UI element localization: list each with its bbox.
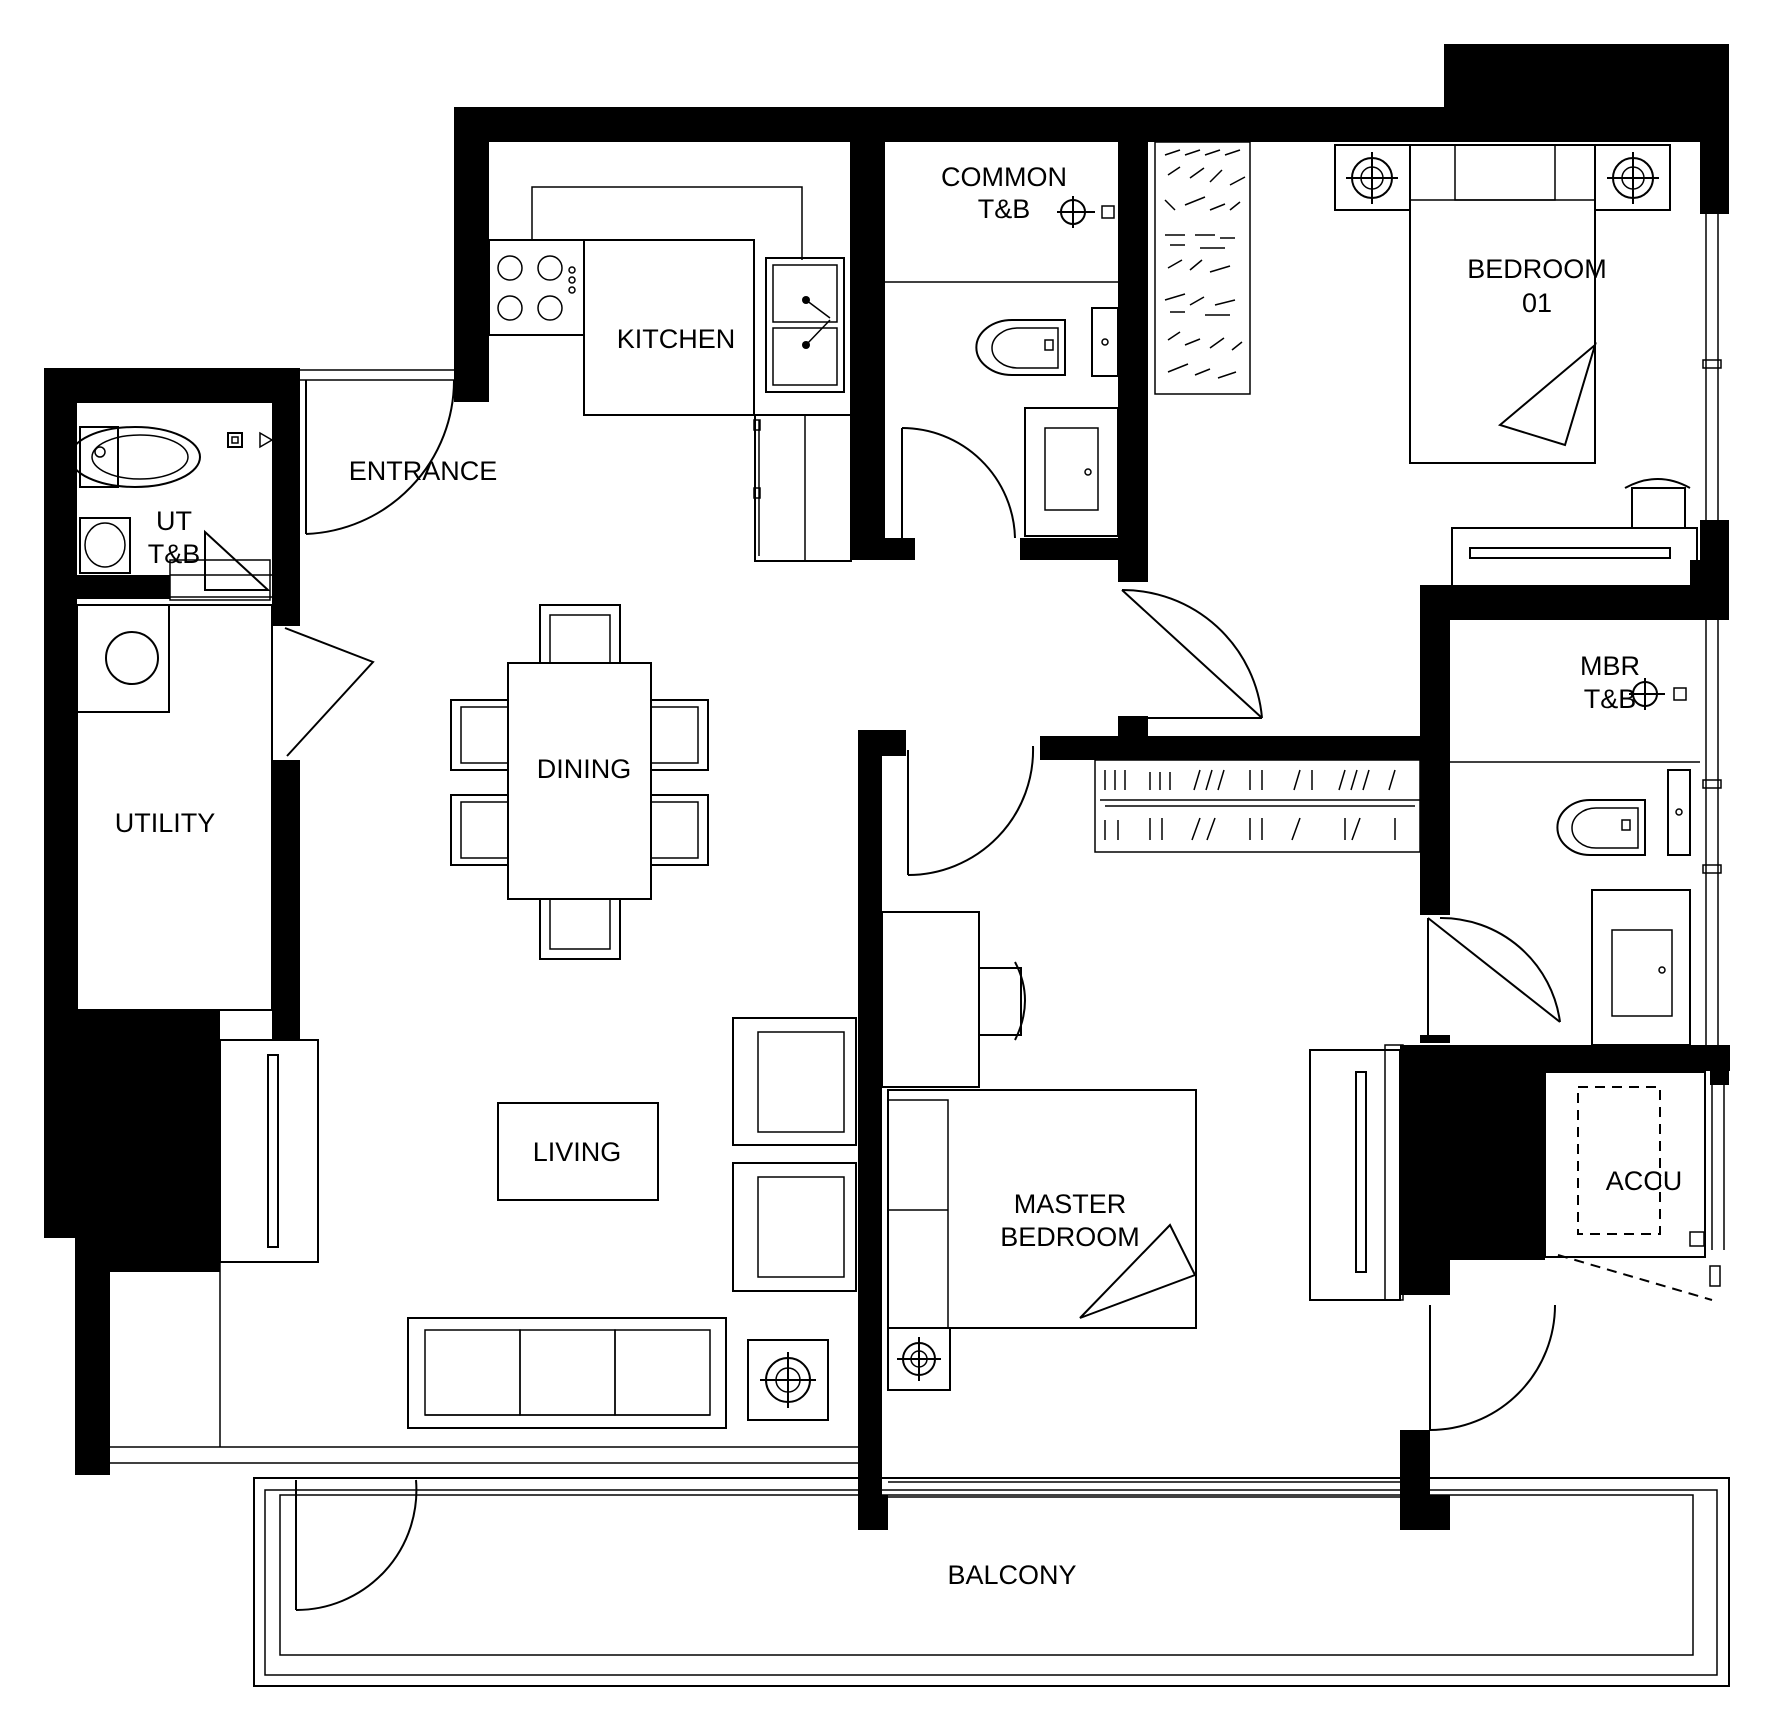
- ut-tb-label: UT: [156, 506, 192, 536]
- common-tb-label: COMMON: [941, 162, 1067, 192]
- balcony-label: BALCONY: [947, 1560, 1076, 1590]
- dining-table: [450, 604, 709, 960]
- common-tb-label-2: T&B: [978, 194, 1031, 224]
- dining-label: DINING: [537, 754, 632, 784]
- utility-room-outline: [76, 604, 273, 1011]
- toilet-icon: [1556, 799, 1646, 856]
- bedroom01-label: BEDROOM: [1467, 254, 1607, 284]
- lamp-icon: [887, 1327, 951, 1391]
- master-bedroom-label-2: BEDROOM: [1000, 1222, 1140, 1252]
- bed-icon: [1334, 144, 1671, 464]
- accu-unit: [1544, 1071, 1721, 1287]
- master-wardrobe: [1094, 759, 1421, 853]
- floor-drain-icon: [1629, 678, 1687, 710]
- master-desk: [881, 911, 1026, 1088]
- armchair-icon: [732, 1017, 857, 1292]
- bedroom01-desk: [1451, 478, 1698, 587]
- toilet-icon: [975, 319, 1066, 376]
- ut-tb-fixtures: [69, 426, 274, 601]
- entrance-label: ENTRANCE: [349, 456, 498, 486]
- mbr-tb-fixtures: [1450, 678, 1700, 1046]
- living-label: LIVING: [533, 1137, 622, 1167]
- master-bedroom-label: MASTER: [1014, 1189, 1127, 1219]
- common-tb-fixtures: [885, 196, 1119, 537]
- floor-drain-icon: [1057, 196, 1115, 228]
- utility-label: UTILITY: [115, 808, 216, 838]
- washing-machine-icon: [76, 604, 170, 713]
- room-labels: KITCHEN COMMON T&B BEDROOM 01 ENTRANCE U…: [115, 162, 1683, 1590]
- living-furniture: [105, 1017, 857, 1447]
- mbr-tb-label-2: T&B: [1584, 684, 1637, 714]
- kitchen-label: KITCHEN: [617, 324, 736, 354]
- master-tv-console: [1309, 1044, 1404, 1301]
- sink-icon: [79, 517, 131, 574]
- sofa-icon: [407, 1317, 727, 1429]
- lamp-icon: [747, 1339, 829, 1421]
- toilet-icon: [69, 426, 201, 488]
- bedroom01-label-2: 01: [1522, 288, 1552, 318]
- bedroom01-wardrobe: [1154, 141, 1251, 395]
- doors: [284, 379, 1713, 1612]
- chair-icon: [450, 604, 709, 960]
- lamp-icon: [1346, 152, 1659, 204]
- walls: [44, 44, 1730, 1530]
- kitchen-sink-icon: [765, 257, 845, 393]
- mbr-tb-label: MBR: [1580, 651, 1640, 681]
- ut-tb-label-2: T&B: [148, 539, 201, 569]
- windows: [105, 214, 1730, 1687]
- coffee-table: [497, 1102, 659, 1201]
- stove-icon: [488, 239, 585, 336]
- accu-label: ACCU: [1606, 1166, 1683, 1196]
- kitchen-counter: [489, 186, 852, 562]
